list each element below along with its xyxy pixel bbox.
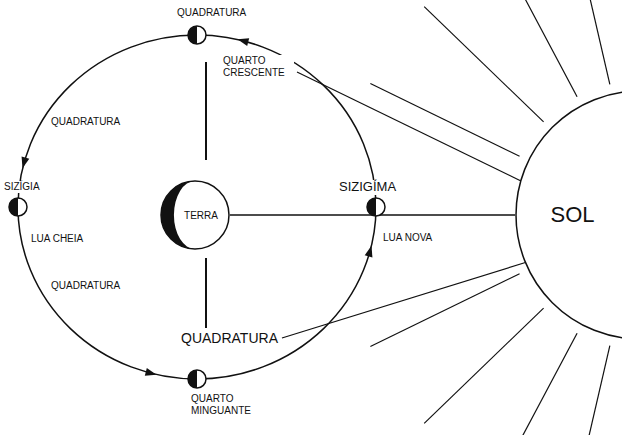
quadrature-bracket <box>205 258 207 328</box>
earth-circle: TERRA <box>160 180 230 250</box>
phase-label: QUARTO MINGUANTE <box>190 393 264 416</box>
phase-label: QUARTO CRESCENTE <box>222 55 294 78</box>
sun-ray <box>424 7 543 122</box>
syzygy-label: SIZIGÍMA <box>338 180 397 195</box>
moon-dark-side <box>188 26 197 44</box>
leader-line <box>297 72 523 182</box>
phase-label: LUA CHEIA <box>30 233 84 245</box>
moon-dark-side <box>367 198 376 216</box>
moon-disc <box>188 26 206 44</box>
moon-symbol <box>188 26 206 44</box>
quadrature-bracket <box>205 62 207 160</box>
orbit-arrow <box>145 368 157 376</box>
sun-outline <box>516 91 622 339</box>
phase-label: QUADRATURA <box>176 7 247 19</box>
moon-disc <box>188 370 206 388</box>
phase-label: LUA NOVA <box>382 232 433 244</box>
orbit-arrow <box>22 157 30 169</box>
phase-label: QUADRATURA <box>50 116 121 128</box>
phase-label: QUADRATURA <box>50 280 121 292</box>
sun-disc: SOL <box>515 90 622 340</box>
sun-ray <box>370 274 519 347</box>
sun-ray <box>573 346 610 435</box>
node-label: SOL <box>550 203 594 227</box>
sun-ray <box>424 308 543 423</box>
earth-disc <box>161 181 229 249</box>
leader-line <box>282 262 527 338</box>
moon-disc <box>367 198 385 216</box>
moon-symbol <box>188 370 206 388</box>
phase-label: QUADRATURA <box>180 330 279 346</box>
orbit-arrow <box>238 38 250 46</box>
sun-ray <box>573 0 610 84</box>
moon-dark-side <box>9 198 18 216</box>
moon-symbol <box>9 198 27 216</box>
sun-ray <box>499 0 577 97</box>
node-label: TERRA <box>184 210 218 221</box>
sun-ray <box>370 83 519 156</box>
syzygy-label: SIZÍGIA <box>3 181 41 193</box>
moon-dark-side <box>188 370 197 388</box>
moon-disc <box>9 198 27 216</box>
moon-orbit <box>18 35 376 379</box>
moon-symbol <box>367 198 385 216</box>
orbit-arrow <box>365 246 373 258</box>
sun-ray <box>499 333 577 435</box>
